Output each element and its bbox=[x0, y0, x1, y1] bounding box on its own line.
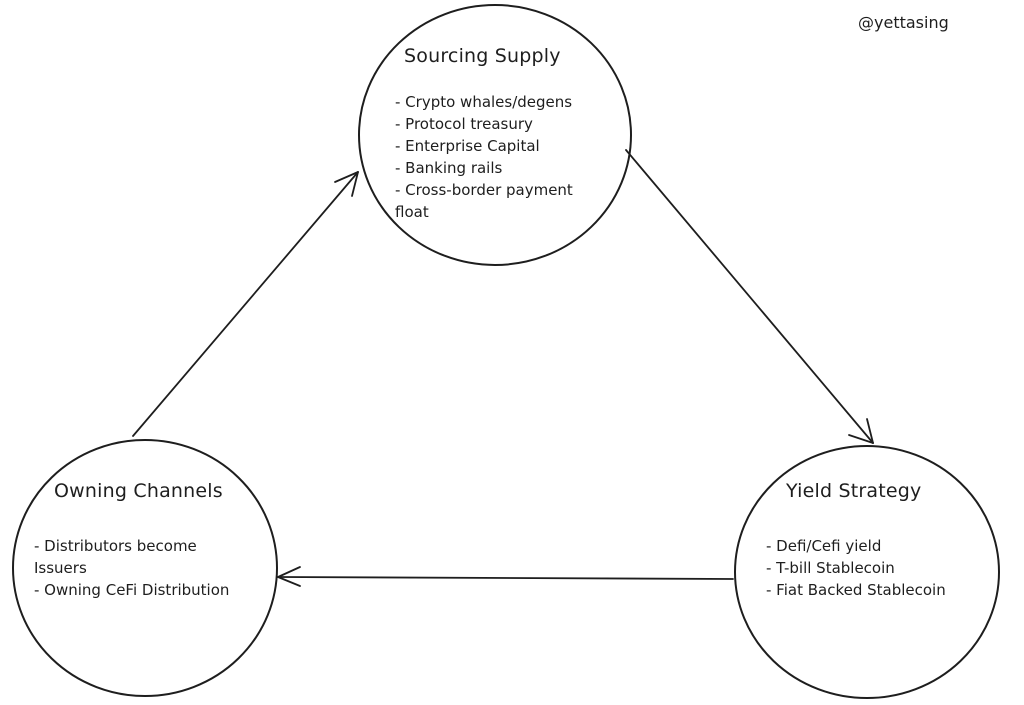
list-item: - Crypto whales/degens bbox=[395, 93, 573, 111]
arrow-channels-to-sourcing bbox=[132, 171, 359, 437]
list-item: Issuers bbox=[34, 559, 87, 577]
list-item: - Distributors become bbox=[34, 537, 197, 555]
owning-channels-circle bbox=[12, 439, 278, 697]
sourcing-supply-list: - Crypto whales/degens - Protocol treasu… bbox=[395, 91, 573, 223]
yield-strategy-list: - Defi/Cefi yield - T-bill Stablecoin - … bbox=[766, 535, 946, 601]
author-handle: @yettasing bbox=[858, 13, 949, 32]
owning-channels-title: Owning Channels bbox=[54, 480, 223, 502]
arrow-sourcing-to-yield bbox=[625, 149, 874, 444]
list-item: - Fiat Backed Stablecoin bbox=[766, 581, 946, 599]
yield-strategy-title: Yield Strategy bbox=[786, 480, 922, 502]
sourcing-supply-circle bbox=[358, 4, 632, 266]
arrow-yield-to-channels bbox=[277, 566, 734, 587]
sourcing-supply-title: Sourcing Supply bbox=[404, 45, 561, 67]
owning-channels-list: - Distributors become Issuers - Owning C… bbox=[34, 535, 229, 601]
list-item: - Banking rails bbox=[395, 159, 503, 177]
yield-strategy-circle bbox=[734, 445, 1000, 699]
list-item: - T-bill Stablecoin bbox=[766, 559, 895, 577]
list-item: - Enterprise Capital bbox=[395, 137, 540, 155]
list-item: float bbox=[395, 203, 429, 221]
list-item: - Defi/Cefi yield bbox=[766, 537, 882, 555]
list-item: - Protocol treasury bbox=[395, 115, 533, 133]
list-item: - Cross-border payment bbox=[395, 181, 573, 199]
list-item: - Owning CeFi Distribution bbox=[34, 581, 230, 599]
